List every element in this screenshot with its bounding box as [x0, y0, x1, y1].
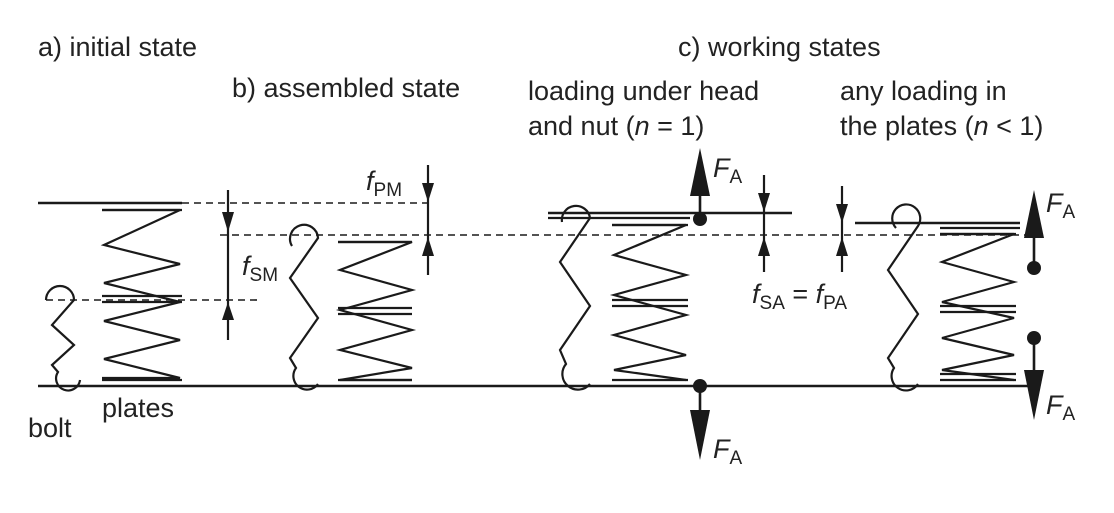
fPA-arrow-bottom: [836, 237, 848, 256]
dimension-working: fSA = fPA: [752, 175, 848, 314]
label-fSA-sub: SA: [760, 293, 786, 314]
ws1-bolt-spring: [558, 204, 592, 391]
label-ws1-FA-bottom: FA: [713, 434, 743, 469]
label-plates: plates: [102, 393, 174, 423]
dimension-assembly: fSM fPM: [182, 165, 1040, 340]
assembled-state-group: [288, 223, 417, 391]
label-loading-head-nut-line1: loading under head: [528, 76, 759, 106]
label-loading-head-nut-post: = 1): [650, 111, 705, 141]
label-ws1-FA-top-F: F: [713, 153, 731, 183]
label-ws1-FA-bottom-F: F: [713, 434, 731, 464]
label-fPA-sub: PA: [823, 293, 847, 314]
fPM-arrow-top: [422, 183, 434, 202]
fSA-arrow-top: [758, 193, 770, 212]
label-equals: =: [785, 279, 816, 309]
label-fSM: fSM: [242, 251, 278, 286]
label-ws2-FA-bottom: FA: [1046, 390, 1076, 425]
ws1-force-bottom-arrowhead: [690, 410, 710, 460]
title-initial-state: a) initial state: [38, 32, 197, 62]
label-ws1-FA-top-sub: A: [730, 167, 743, 188]
label-loading-head-nut-line2: and nut (n = 1): [528, 111, 704, 141]
fSA-arrow-bottom: [758, 237, 770, 256]
fPA-arrow-top: [836, 204, 848, 223]
label-fSM-sub: SM: [250, 265, 279, 286]
label-ws1-FA-top: FA: [713, 153, 743, 188]
ws1-plates-spring: [609, 223, 691, 382]
label-ws2-FA-bottom-F: F: [1046, 390, 1064, 420]
label-loading-head-nut-pre: and nut (: [528, 111, 635, 141]
label-any-loading-pre: the plates (: [840, 111, 974, 141]
label-ws1-FA-bottom-sub: A: [730, 448, 743, 469]
label-loading-head-nut-n: n: [635, 111, 650, 141]
ws2-force-top-arrowhead: [1024, 190, 1044, 238]
label-fPA-f: f: [816, 279, 826, 309]
label-ws2-FA-top-F: F: [1046, 188, 1064, 218]
label-fSA-f: f: [752, 279, 762, 309]
title-assembled-state: b) assembled state: [232, 73, 460, 103]
fPM-arrow-bottom: [422, 237, 434, 256]
assembled-bolt-spring: [288, 223, 320, 391]
ws2-force-bottom-arrowhead: [1024, 370, 1044, 420]
label-any-loading-post: < 1): [989, 111, 1044, 141]
label-ws2-FA-top: FA: [1046, 188, 1076, 223]
assembled-plates-spring: [335, 240, 417, 382]
label-any-loading-line2: the plates (n < 1): [840, 111, 1043, 141]
label-any-loading-n: n: [974, 111, 989, 141]
working-state-head-nut-group: FA FA: [548, 148, 792, 469]
initial-state-group: bolt plates: [28, 201, 262, 443]
label-fPM: fPM: [366, 166, 402, 201]
label-any-loading-line1: any loading in: [840, 76, 1007, 106]
label-fPM-f: f: [366, 166, 376, 196]
initial-plates-spring: [100, 208, 181, 380]
initial-bolt-spring: [44, 284, 82, 392]
ws2-plates-spring: [938, 232, 1019, 382]
ws1-force-top-arrowhead: [690, 148, 710, 196]
title-working-states: c) working states: [678, 32, 881, 62]
label-fSM-f: f: [242, 251, 252, 281]
label-bolt: bolt: [28, 413, 72, 443]
working-state-plates-group: FA FA: [855, 188, 1076, 425]
label-fPM-sub: PM: [374, 180, 403, 201]
fSM-arrow-bottom: [222, 302, 234, 320]
fSM-arrow-top: [222, 212, 234, 232]
label-ws2-FA-top-sub: A: [1063, 202, 1076, 223]
label-fSA-equals-fPA: fSA = fPA: [752, 279, 847, 314]
label-ws2-FA-bottom-sub: A: [1063, 404, 1076, 425]
ws2-bolt-spring: [886, 203, 922, 392]
